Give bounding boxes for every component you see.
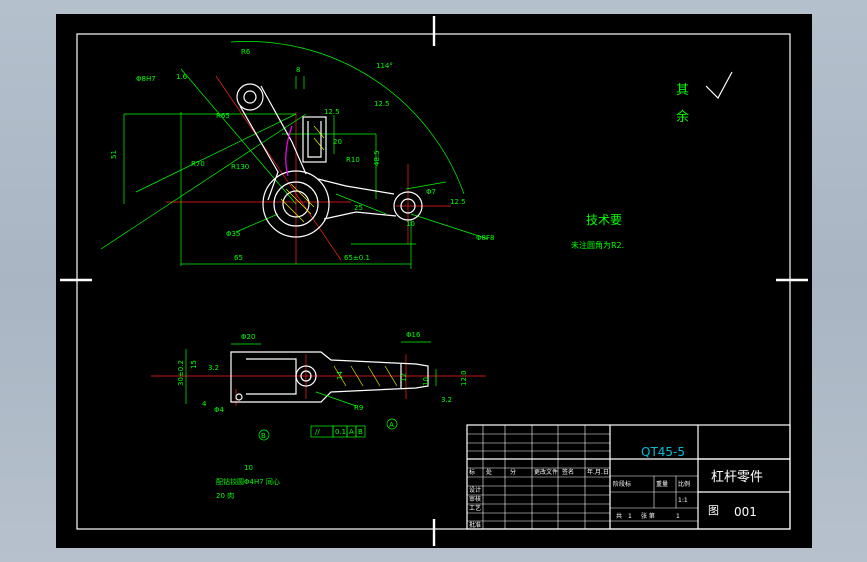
svg-text:3.2: 3.2 bbox=[441, 396, 452, 404]
tb-row-3: 工艺 bbox=[469, 504, 481, 512]
svg-text:12.0: 12.0 bbox=[460, 370, 468, 386]
cad-drawing: Φ8H7 1.6 8 R6 R65 R70 R130 51 114° 12.5 … bbox=[60, 16, 808, 546]
svg-text:20 肉: 20 肉 bbox=[216, 491, 234, 500]
svg-text:R6: R6 bbox=[241, 48, 251, 56]
tb-drawing-number: 001 bbox=[734, 505, 757, 519]
svg-text:14: 14 bbox=[336, 371, 344, 380]
svg-text:Φ35: Φ35 bbox=[226, 230, 240, 238]
svg-text:65±0.1: 65±0.1 bbox=[344, 254, 370, 262]
tb-material: QT45-5 bbox=[641, 445, 685, 459]
note-other-2: 余 bbox=[676, 109, 689, 125]
svg-text:A: A bbox=[389, 421, 394, 429]
tb-header-1: 标 bbox=[469, 468, 475, 476]
tb-sheet-num: 1 bbox=[676, 513, 680, 520]
svg-text:48.5: 48.5 bbox=[373, 150, 381, 166]
tb-row-4: 批准 bbox=[469, 521, 481, 529]
svg-text:15: 15 bbox=[190, 360, 198, 369]
svg-text:Φ20: Φ20 bbox=[241, 333, 255, 341]
svg-text:Φ8H7: Φ8H7 bbox=[136, 75, 156, 83]
tb-scale-value: 1:1 bbox=[678, 497, 688, 504]
svg-text:R10: R10 bbox=[346, 156, 360, 164]
tech-req-title: 技术要 bbox=[586, 213, 622, 227]
svg-text:R130: R130 bbox=[231, 163, 249, 171]
tb-weight-label: 重量 bbox=[656, 480, 668, 488]
svg-text:Φ8F8: Φ8F8 bbox=[476, 234, 494, 242]
svg-text:配钻铰圆Φ4H7 同心: 配钻铰圆Φ4H7 同心 bbox=[216, 477, 280, 486]
title-block: 标 处 分 更改文件 签名 年.月.日 设计 审核 工艺 批准 阶段标 重量 比… bbox=[466, 424, 791, 530]
tb-sheet-total-label: 共 bbox=[616, 512, 622, 520]
svg-text:20: 20 bbox=[333, 138, 342, 146]
svg-text:A: A bbox=[349, 428, 354, 436]
tb-drawing-prefix: 图 bbox=[708, 504, 719, 517]
bottom-view: Φ20 Φ16 30±0.2 15 3.2 4 Φ4 14 12 R9 10 1… bbox=[151, 331, 486, 500]
svg-text:R9: R9 bbox=[354, 404, 363, 412]
svg-text:114°: 114° bbox=[376, 62, 393, 70]
tb-stage-label: 阶段标 bbox=[613, 480, 631, 488]
tb-scale-label: 比例 bbox=[678, 480, 690, 488]
svg-text:25: 25 bbox=[354, 204, 363, 212]
svg-text:65: 65 bbox=[234, 254, 243, 262]
svg-text:R70: R70 bbox=[191, 160, 205, 168]
tb-header-3: 分 bbox=[510, 468, 516, 476]
tech-req-text: 未注圆角为R2. bbox=[571, 240, 624, 250]
roughness-symbol bbox=[705, 71, 733, 99]
svg-text:12.5: 12.5 bbox=[324, 108, 340, 116]
svg-text:3.2: 3.2 bbox=[208, 364, 219, 372]
tb-row-2: 审核 bbox=[469, 495, 481, 503]
svg-text:Φ4: Φ4 bbox=[214, 406, 225, 414]
svg-text:0.1: 0.1 bbox=[335, 428, 346, 436]
svg-text:10: 10 bbox=[244, 464, 253, 472]
svg-text:10: 10 bbox=[406, 220, 415, 228]
drawing-canvas: Φ8H7 1.6 8 R6 R65 R70 R130 51 114° 12.5 … bbox=[56, 14, 812, 548]
svg-text:51: 51 bbox=[110, 150, 118, 159]
svg-text:8: 8 bbox=[296, 66, 300, 74]
svg-text:12.5: 12.5 bbox=[374, 100, 390, 108]
svg-text:30±0.2: 30±0.2 bbox=[177, 360, 185, 386]
svg-text:12: 12 bbox=[400, 373, 408, 382]
tb-header-2: 处 bbox=[486, 468, 492, 476]
svg-text:R65: R65 bbox=[216, 112, 230, 120]
note-other-1: 其 bbox=[676, 83, 689, 98]
svg-text:B: B bbox=[358, 428, 363, 436]
tb-part-name: 杠杆零件 bbox=[711, 469, 763, 485]
tb-header-5: 签名 bbox=[562, 468, 574, 476]
svg-text://: // bbox=[315, 428, 320, 436]
svg-text:10: 10 bbox=[422, 377, 430, 386]
svg-text:4: 4 bbox=[202, 400, 207, 408]
tb-header-6: 年.月.日 bbox=[587, 468, 609, 476]
tb-row-1: 设计 bbox=[469, 486, 481, 494]
top-view: Φ8H7 1.6 8 R6 R65 R70 R130 51 114° 12.5 … bbox=[100, 41, 494, 269]
svg-text:Φ7: Φ7 bbox=[426, 188, 436, 196]
tb-sheet-label: 张 第 bbox=[641, 512, 655, 520]
tb-header-4: 更改文件 bbox=[534, 468, 558, 476]
svg-text:12.5: 12.5 bbox=[450, 198, 466, 206]
svg-text:1.6: 1.6 bbox=[176, 73, 188, 81]
svg-text:Φ16: Φ16 bbox=[406, 331, 421, 339]
tb-sheet-total: 1 bbox=[628, 513, 632, 520]
svg-text:B: B bbox=[261, 432, 266, 440]
